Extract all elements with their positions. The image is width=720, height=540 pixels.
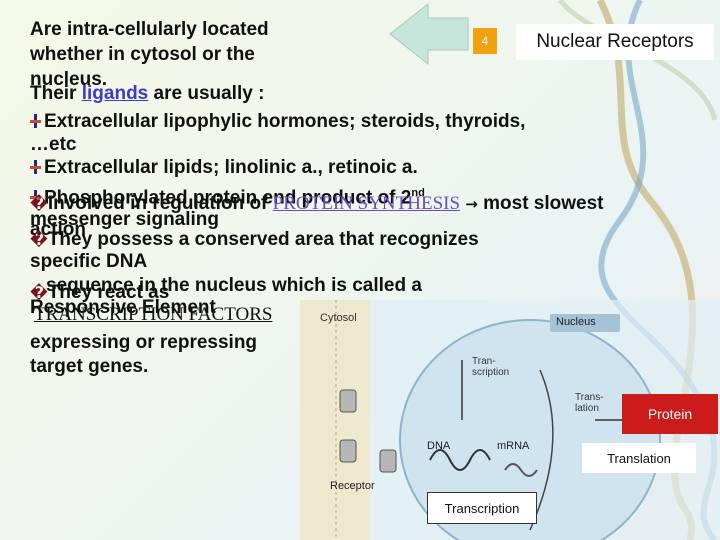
protein-label-box: Protein <box>622 394 718 434</box>
bullet-item-1: Extracellular lipophylic hormones; stero… <box>30 112 525 132</box>
nucleus-label: Nucleus <box>556 316 596 328</box>
slide-number-badge: 4 <box>473 28 497 54</box>
mrna-label: mRNA <box>497 440 530 452</box>
dna-label: DNA <box>427 440 451 452</box>
page-title: Nuclear Receptors <box>536 31 694 52</box>
transcription-small-label: Tran- scription <box>472 356 510 378</box>
line-4-text-b: are usually : <box>148 83 265 104</box>
line-6: …etc <box>30 134 77 155</box>
line-4-text-a: Their <box>30 83 82 104</box>
line-18: expressing or repressing <box>30 332 258 353</box>
bullet-item-3-sup: nd <box>411 187 425 199</box>
bullet-item-1-text: Extracellular lipophylic hormones; stero… <box>44 111 526 132</box>
line-10-text-b: most slowest <box>477 193 604 214</box>
cell-diagram <box>300 300 720 540</box>
translation-label: Translation <box>607 450 671 466</box>
slide-number: 4 <box>481 34 489 48</box>
line-16: �They react as <box>30 283 169 303</box>
protein-label: Protein <box>647 406 693 422</box>
receptor-label: Receptor <box>330 480 375 492</box>
title-box: Nuclear Receptors <box>516 24 714 60</box>
transcription-factors-link[interactable]: TRANSCRIPTION FACTORS <box>34 304 273 325</box>
bullet-item-3-text: Phosphorylated protein end product of 2 <box>44 187 412 209</box>
line-4: Their ligands are usually : <box>30 84 264 104</box>
protein-synthesis-link[interactable]: PROTEIN SYNTHESIS <box>272 193 461 214</box>
line-1: Are intra-cellularly located <box>30 19 269 40</box>
back-arrow-icon[interactable] <box>388 2 470 66</box>
transcription-label: Transcription <box>444 500 520 516</box>
cytosol-label: Cytosol <box>320 312 357 324</box>
line-2: whether in cytosol or the <box>30 44 255 65</box>
transcription-label-box: Transcription <box>427 492 537 524</box>
line-16-text: They react as <box>47 282 170 303</box>
line-13: specific DNA <box>30 251 148 272</box>
line-12-text: They possess a conserved area that recog… <box>47 229 479 250</box>
bullet-item-2-text: Extracellular lipids; linolinic a., reti… <box>44 157 418 178</box>
line-15: Responsive Element <box>30 297 216 318</box>
line-10: �Involved in regulation of PROTEIN SYNTH… <box>30 194 604 214</box>
bullet-icon <box>30 114 41 128</box>
bullet-icon <box>30 160 41 174</box>
missing-glyph-icon: � <box>30 283 48 302</box>
missing-glyph-icon: � <box>30 194 48 213</box>
line-11: action <box>30 219 86 240</box>
missing-glyph-icon: � <box>30 230 48 249</box>
bullet-icon <box>30 190 41 205</box>
bullet-item-3: Phosphorylated protein end product of 2n… <box>30 183 425 208</box>
line-19: target genes. <box>30 356 149 377</box>
ligands-link[interactable]: ligands <box>81 83 149 104</box>
line-9: messenger signaling <box>30 209 220 230</box>
line-10-text-a: Involved in regulation of <box>47 193 273 214</box>
translation-small-label: Trans- lation <box>575 392 604 414</box>
translation-label-box: Translation <box>582 443 696 473</box>
bullet-item-2: Extracellular lipids; linolinic a., reti… <box>30 158 418 178</box>
line-14: sequence in the nucleus which is called … <box>46 275 422 296</box>
right-arrow-icon: → <box>460 195 478 213</box>
line-12: �They possess a conserved area that reco… <box>30 230 479 250</box>
line-3: nucleus. <box>30 69 108 90</box>
